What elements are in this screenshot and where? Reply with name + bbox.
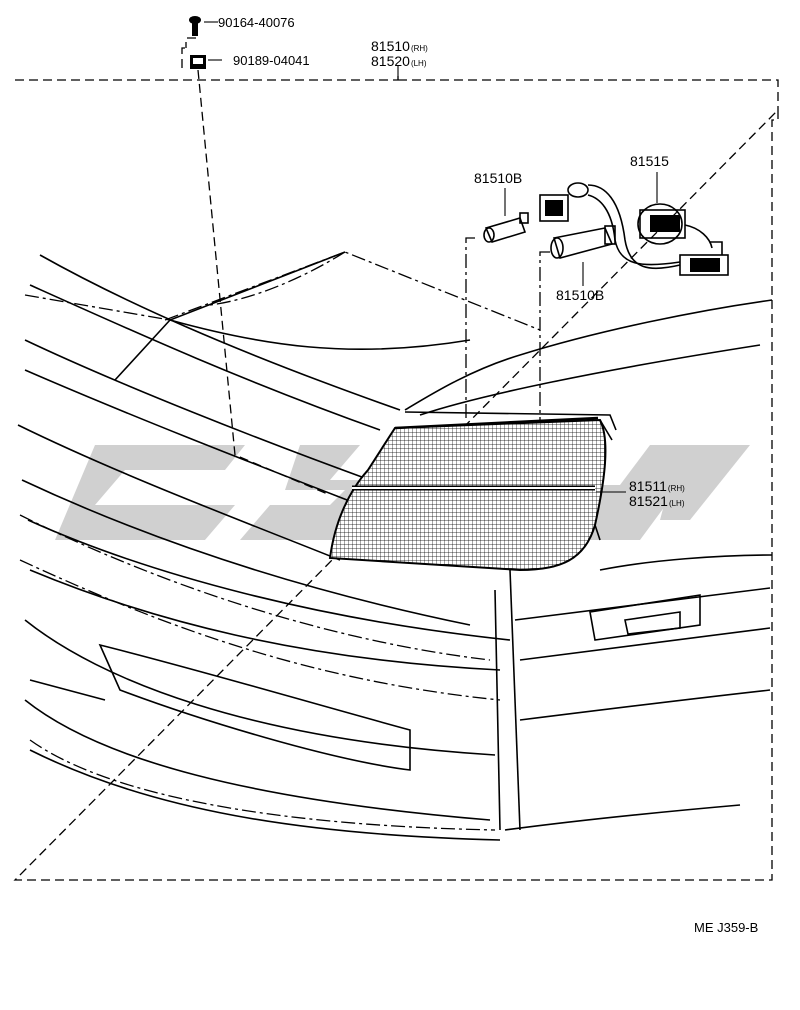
- assy-lh-side: (LH): [411, 59, 427, 68]
- screw-icon: [189, 16, 201, 36]
- assy-rh-part-number: 81510: [371, 38, 410, 54]
- clip-icon: [190, 55, 206, 69]
- bulb-top-part-number: 81510B: [474, 170, 522, 186]
- clip-part-number: 90189-04041: [233, 53, 310, 68]
- screw-part-number: 90164-40076: [218, 15, 295, 30]
- bulb-bottom-part-number: 81510B: [556, 287, 604, 303]
- svg-text:90164-40076: 90164-40076: [218, 15, 295, 30]
- lens-rh-part-number: 81511: [629, 478, 667, 494]
- hood-outline-dashed: [24, 251, 541, 331]
- svg-text:90189-04041: 90189-04041: [233, 53, 310, 68]
- lens-lh-part-number: 81521: [629, 493, 668, 509]
- turn-signal-lens: [328, 411, 617, 572]
- bumper-outline-dashed: [19, 514, 501, 831]
- bulb-top-icon: [483, 212, 529, 243]
- screw-install-line: [185, 37, 196, 48]
- bulb-install-line: [465, 237, 550, 420]
- diagram-code: ME J359-B: [694, 920, 758, 935]
- svg-text:81510(RH): 81510(RH): [371, 38, 428, 54]
- socket-part-number: 81515: [630, 153, 669, 169]
- assy-rh-side: (RH): [411, 44, 428, 53]
- assy-lh-part-number: 81520: [371, 53, 410, 69]
- clip-install-line: [181, 47, 331, 496]
- bulb-bottom-icon: [550, 225, 616, 259]
- socket-icon: [539, 182, 729, 276]
- lens-lh-side: (LH): [669, 499, 685, 508]
- svg-text:81521(LH): 81521(LH): [629, 493, 685, 509]
- svg-text:81511(RH): 81511(RH): [629, 478, 685, 494]
- lens-rh-side: (RH): [668, 484, 685, 493]
- car-body-outline: [17, 251, 773, 841]
- svg-text:81520(LH): 81520(LH): [371, 53, 427, 69]
